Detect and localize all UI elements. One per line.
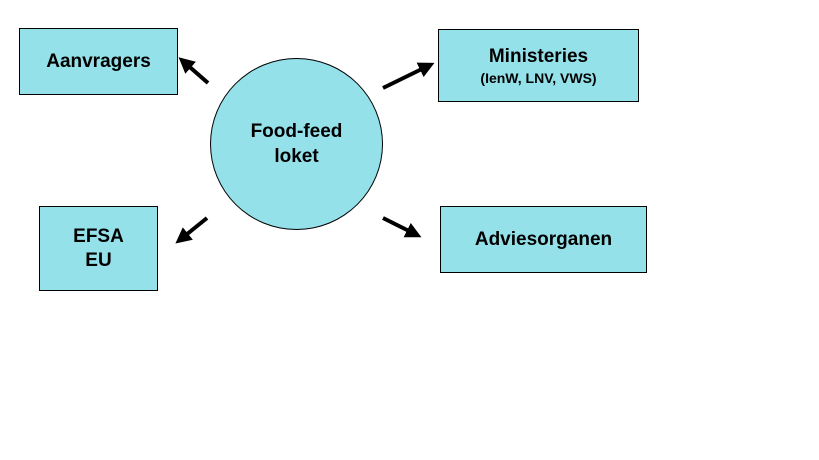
node-aanvragers-label: Aanvragers [46,50,151,72]
node-ministeries: Ministeries (IenW, LNV, VWS) [438,29,639,102]
center-node-food-feed-loket: Food-feed loket [210,58,383,230]
node-aanvragers: Aanvragers [19,28,178,95]
center-node-line1: Food-feed [250,121,343,142]
arrow-to-aanvragers [178,57,210,85]
node-efsa-line2: EU [85,249,112,271]
arrow-to-ministeries [382,62,435,90]
node-efsa: EFSA EU [39,206,158,291]
node-efsa-line1: EFSA [73,225,124,247]
arrow-to-adviesorganen [382,216,422,238]
node-adviesorganen-label: Adviesorganen [474,228,613,250]
arrow-to-efsa [175,216,209,244]
node-ministeries-label: Ministeries [488,45,589,67]
node-ministeries-sublabel: (IenW, LNV, VWS) [480,69,597,86]
node-adviesorganen: Adviesorganen [440,206,647,273]
center-node-line2: loket [274,146,319,167]
